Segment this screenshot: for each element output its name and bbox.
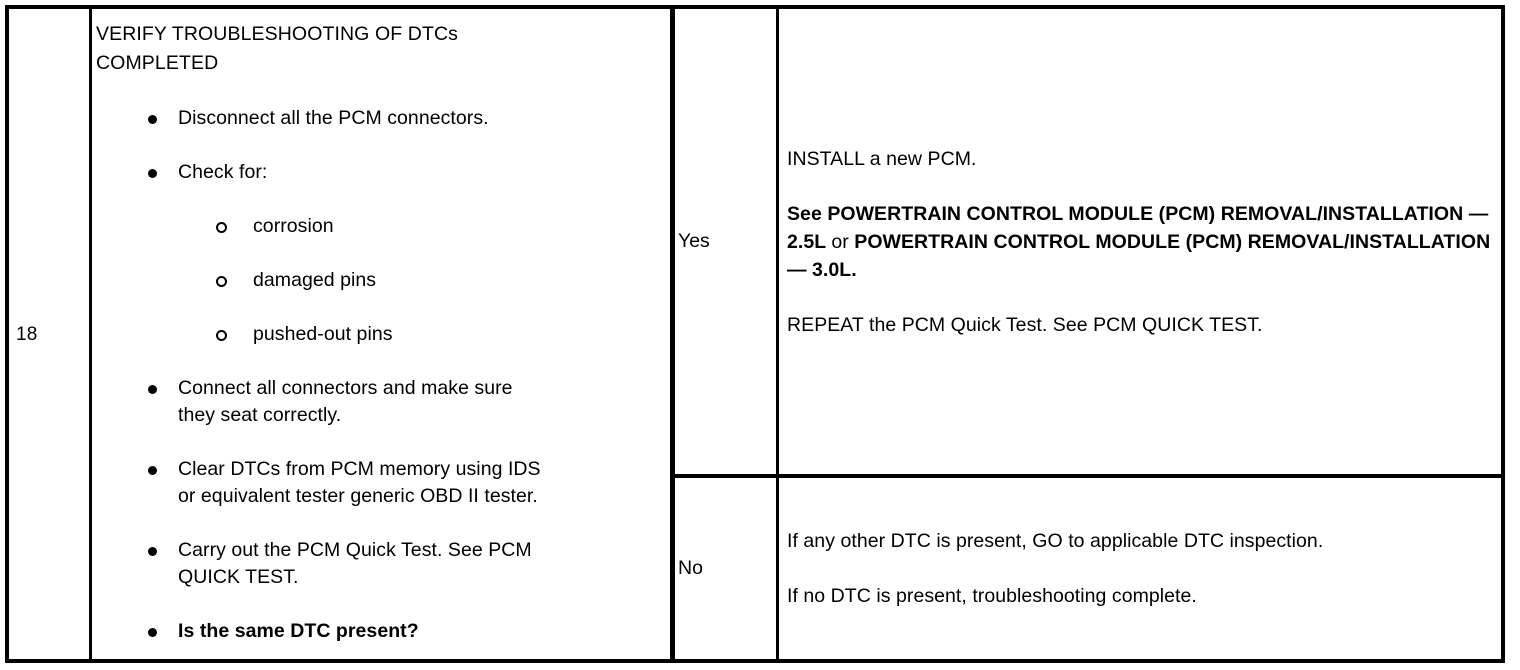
condition-bullet-label: Clear DTCs from PCM memory using IDS or … bbox=[178, 458, 541, 507]
condition-bullet-label: Carry out the PCM Quick Test. See PCM QU… bbox=[178, 539, 532, 588]
step-number-cell: 18 bbox=[9, 9, 89, 659]
condition-bullet-label: Check for: bbox=[178, 161, 268, 183]
bullet-dot-icon bbox=[148, 628, 157, 637]
condition-title: VERIFY TROUBLESHOOTING OF DTCs COMPLETED bbox=[96, 23, 458, 74]
condition-sub-bullet: pushed-out pins bbox=[96, 321, 664, 348]
conjunction-or: or bbox=[831, 230, 849, 253]
condition-bullet: Disconnect all the PCM connectors. bbox=[96, 105, 664, 132]
action-paragraph: See POWERTRAIN CONTROL MODULE (PCM) REMO… bbox=[787, 202, 1491, 281]
action-cell-no: If any other DTC is present, GO to appli… bbox=[779, 478, 1505, 659]
bullet-dot-icon bbox=[148, 466, 157, 475]
condition-bullet-label: Disconnect all the PCM connectors. bbox=[178, 107, 489, 129]
procedure-table: 18 VERIFY TROUBLESHOOTING OF DTCs COMPLE… bbox=[5, 5, 1505, 663]
condition-cell: VERIFY TROUBLESHOOTING OF DTCs COMPLETED… bbox=[92, 9, 670, 659]
action-paragraph: REPEAT the PCM Quick Test. See PCM QUICK… bbox=[787, 313, 1263, 336]
bullet-dot-icon bbox=[148, 169, 157, 178]
condition-bullet: Carry out the PCM Quick Test. See PCM QU… bbox=[96, 537, 664, 591]
condition-sub-bullet: corrosion bbox=[96, 213, 664, 240]
result-label-no: No bbox=[678, 556, 703, 579]
bullet-ring-icon bbox=[216, 222, 227, 233]
result-label-yes: Yes bbox=[678, 229, 710, 252]
bullet-ring-icon bbox=[216, 330, 227, 341]
bullet-dot-icon bbox=[148, 115, 157, 124]
action-paragraph: If no DTC is present, troubleshooting co… bbox=[787, 585, 1197, 607]
condition-bullet: Check for: bbox=[96, 159, 664, 186]
action-cell-yes: INSTALL a new PCM. See POWERTRAIN CONTROL… bbox=[779, 9, 1505, 474]
action-paragraph: INSTALL a new PCM. bbox=[787, 147, 977, 170]
condition-bullet: Clear DTCs from PCM memory using IDS or … bbox=[96, 456, 664, 510]
bullet-dot-icon bbox=[148, 385, 157, 394]
condition-sub-bullet-label: corrosion bbox=[253, 215, 334, 237]
step-number: 18 bbox=[16, 323, 38, 345]
result-cell-yes: Yes bbox=[675, 9, 776, 474]
result-cell-no: No bbox=[675, 478, 776, 659]
condition-sub-bullet-label: damaged pins bbox=[253, 269, 377, 291]
action-paragraph: If any other DTC is present, GO to appli… bbox=[787, 530, 1324, 552]
condition-bullet-label: Is the same DTC present? bbox=[178, 620, 419, 642]
bullet-ring-icon bbox=[216, 276, 227, 287]
condition-bullet-list: Disconnect all the PCM connectors. Check … bbox=[96, 105, 664, 645]
column-divider-step bbox=[89, 9, 92, 659]
condition-bullet: Connect all connectors and make sure the… bbox=[96, 375, 664, 429]
bullet-dot-icon bbox=[148, 547, 157, 556]
column-divider-result bbox=[670, 9, 675, 659]
column-divider-action bbox=[776, 9, 779, 659]
condition-bullet: Is the same DTC present? bbox=[96, 618, 664, 645]
condition-sub-bullet: damaged pins bbox=[96, 267, 664, 294]
condition-sub-list: corrosion damaged pins pushed-out pins bbox=[96, 213, 664, 348]
condition-bullet-label: Connect all connectors and make sure the… bbox=[178, 377, 513, 426]
row-divider-yes-no bbox=[670, 474, 1501, 478]
condition-sub-bullet-label: pushed-out pins bbox=[253, 323, 393, 345]
